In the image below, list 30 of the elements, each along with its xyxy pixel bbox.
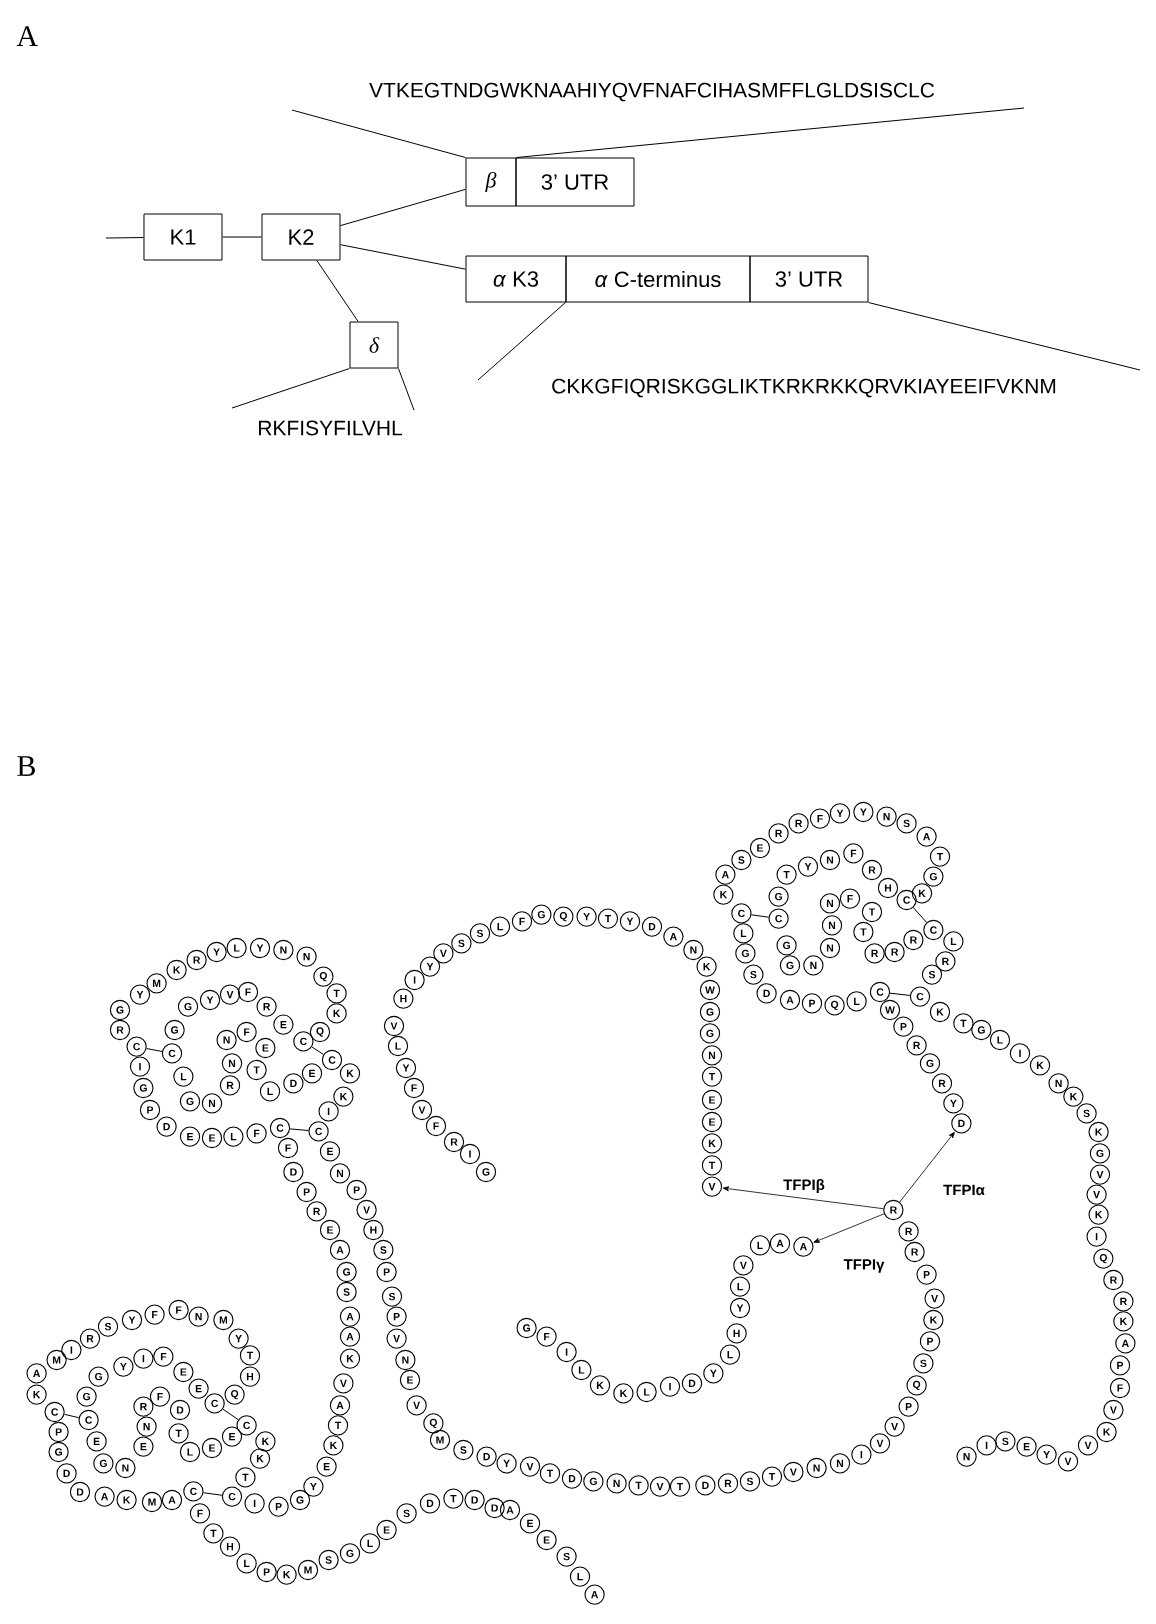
connector-arrow: [899, 1131, 955, 1203]
disulfide-bond: [750, 914, 770, 918]
connector-line: [340, 244, 466, 270]
connector-arrow: [722, 1186, 884, 1210]
sequence-text: VTKEGTNDGWKNAAHIYQVFNAFCIHASMFFLGLDSISCLC: [369, 82, 935, 102]
disulfide-bond: [222, 1408, 239, 1421]
disulfide-bond: [912, 907, 928, 923]
domain-box: δ: [349, 321, 399, 369]
domain-box: α K3: [465, 255, 567, 303]
disulfide-bond: [289, 1128, 309, 1131]
connector-line: [222, 236, 262, 238]
domain-box: K1: [143, 213, 223, 261]
panel-label: B: [17, 756, 35, 776]
domain-box: α C-terminus: [565, 255, 751, 303]
domain-box: 3’ UTR: [515, 157, 635, 207]
disulfide-bond: [64, 1413, 80, 1419]
disulfide-bond: [202, 1492, 223, 1496]
domain-box: β: [465, 157, 517, 207]
disulfide-bond: [889, 992, 911, 996]
connector-arrow: [813, 1213, 885, 1243]
connector-line: [316, 260, 359, 322]
disulfide-bond: [311, 1046, 324, 1055]
connector-line: [340, 188, 466, 227]
sequence-text: RKFISYFILVHL: [259, 420, 403, 436]
domain-box: K2: [261, 213, 341, 261]
sequence-text: CKKGFIQRISKGGLIKTKRKRKKQRVKIAYEEIFVKNM: [552, 378, 1056, 398]
panel-label: A: [16, 26, 38, 46]
disulfide-bond: [146, 1048, 163, 1052]
domain-box: 3’ UTR: [749, 255, 869, 303]
connector-line: [105, 237, 144, 239]
